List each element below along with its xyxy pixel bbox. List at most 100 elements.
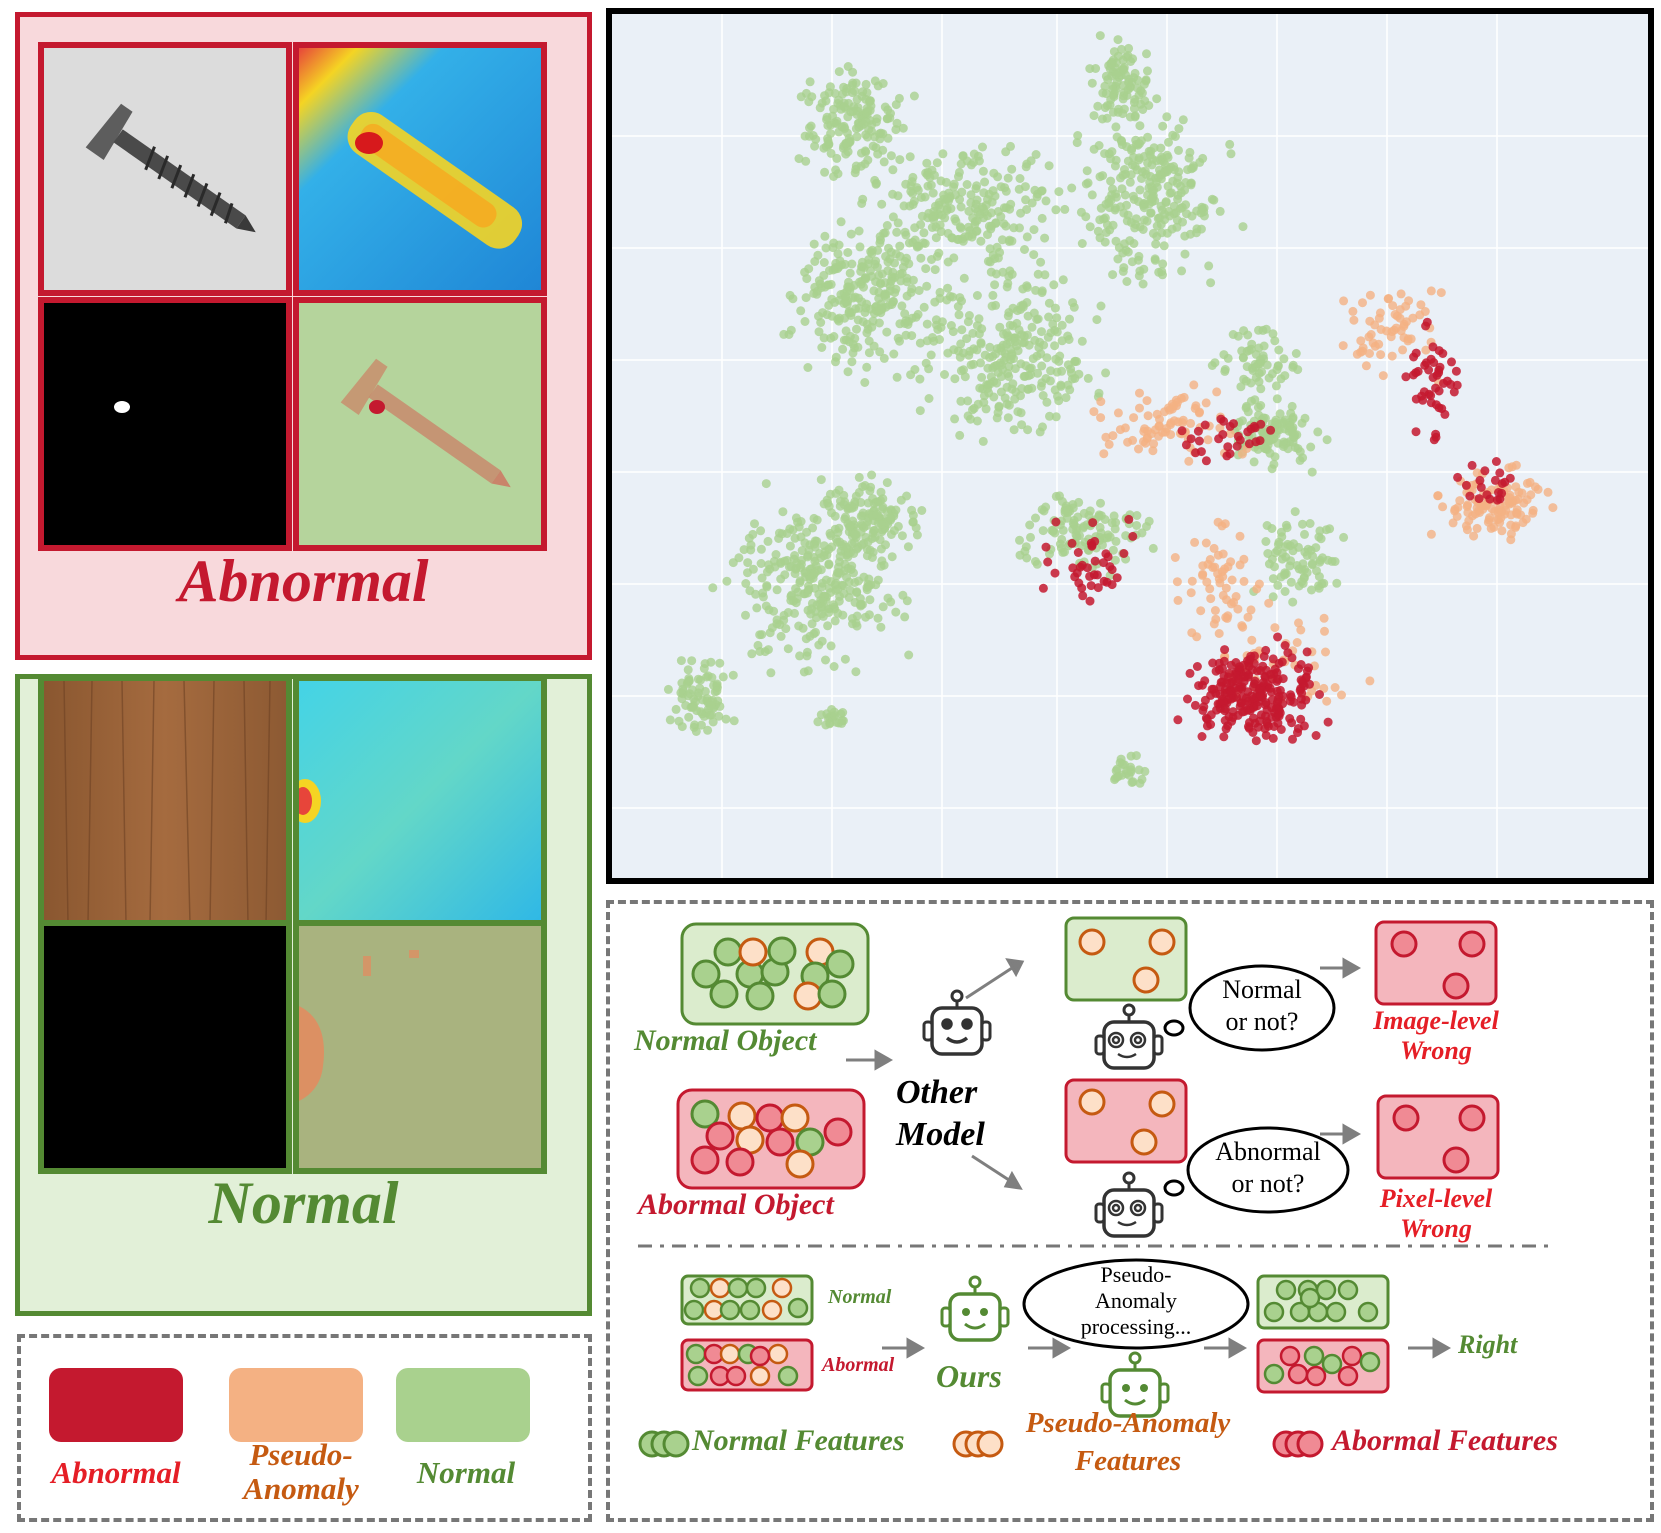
- scatter-point-normal: [1058, 275, 1068, 285]
- scatter-point-normal: [915, 406, 925, 416]
- scatter-point-normal: [805, 123, 814, 133]
- scatter-point-normal: [823, 621, 833, 631]
- scatter-point-normal: [1111, 70, 1121, 80]
- scatter-point-normal: [1132, 511, 1142, 520]
- scatter-point-normal: [778, 507, 788, 517]
- scatter-point-normal: [862, 108, 871, 118]
- scatter-point-normal: [900, 612, 910, 622]
- scatter-point-pseudo: [1099, 449, 1109, 459]
- scatter-point-abnormal: [1277, 657, 1287, 667]
- scatter-point-pseudo: [1543, 487, 1553, 497]
- scatter-point-abnormal: [1411, 394, 1421, 404]
- scatter-point-normal: [856, 266, 866, 276]
- abnormal-panel: Abnormal: [15, 12, 592, 660]
- scatter-point-normal: [797, 546, 807, 556]
- scatter-point-normal: [1108, 545, 1118, 555]
- scatter-point-normal: [780, 556, 790, 566]
- scatter-point-normal: [992, 413, 1002, 423]
- scatter-point-normal: [879, 353, 889, 363]
- normal-object-label: Normal Object: [634, 1024, 817, 1057]
- scatter-point-normal: [1082, 166, 1092, 176]
- scatter-point-normal: [729, 716, 739, 726]
- scatter-point-normal: [881, 540, 890, 550]
- scatter-point-abnormal: [1124, 514, 1134, 524]
- scatter-point-normal: [873, 149, 883, 159]
- scatter-point-normal: [991, 300, 1001, 310]
- scatter-point-normal: [1180, 185, 1190, 195]
- scatter-point-normal: [1051, 412, 1061, 422]
- scatter-point-abnormal: [1323, 717, 1333, 727]
- scatter-point-normal: [1000, 183, 1010, 193]
- scatter-point-pseudo: [1511, 508, 1521, 518]
- scatter-point-normal: [854, 472, 864, 482]
- scatter-point-pseudo: [1453, 503, 1463, 512]
- scatter-point-normal: [1005, 320, 1015, 330]
- scatter-point-abnormal: [1072, 568, 1082, 578]
- scatter-point-normal: [903, 542, 913, 552]
- scatter-point-pseudo: [1235, 560, 1245, 570]
- scatter-point-normal: [783, 644, 793, 654]
- scatter-point-normal: [1003, 173, 1013, 183]
- scatter-point-normal: [1027, 198, 1037, 208]
- scatter-point-normal: [983, 363, 993, 373]
- scatter-point-pseudo: [1221, 583, 1231, 593]
- scatter-point-normal: [862, 362, 872, 372]
- scatter-point-pseudo: [1404, 296, 1414, 306]
- scatter-point-normal: [1007, 384, 1017, 394]
- scatter-point-normal: [812, 289, 822, 299]
- scatter-point-abnormal: [1200, 420, 1210, 430]
- scatter-point-pseudo: [1243, 612, 1253, 622]
- scatter-point-normal: [1021, 361, 1031, 371]
- scatter-point-normal: [976, 339, 986, 349]
- scatter-point-normal: [1044, 312, 1054, 322]
- scatter-point-normal: [1165, 188, 1175, 198]
- scatter-point-pseudo: [1521, 514, 1531, 524]
- scatter-point-normal: [842, 542, 851, 552]
- scatter-point-normal: [671, 704, 681, 714]
- scatter-point-normal: [828, 600, 838, 610]
- scatter-point-normal: [1003, 413, 1013, 423]
- scatter-point-normal: [962, 156, 972, 166]
- scatter-point-normal: [1077, 336, 1087, 346]
- scatter-point-normal: [1055, 539, 1065, 549]
- scatter-point-normal: [1122, 200, 1131, 210]
- scatter-point-normal: [847, 259, 857, 269]
- scatter-point-normal: [1010, 364, 1020, 374]
- scatter-point-normal: [1162, 112, 1172, 122]
- scatter-point-normal: [828, 265, 838, 275]
- other-model-label: Other Model: [896, 1074, 985, 1153]
- scatter-point-normal: [1118, 94, 1128, 104]
- scatter-point-normal: [826, 129, 836, 138]
- scatter-point-normal: [978, 204, 988, 214]
- scatter-point-normal: [1089, 111, 1099, 121]
- scatter-point-normal: [1033, 368, 1043, 378]
- scatter-point-pseudo: [1321, 647, 1330, 657]
- scatter-point-normal: [1079, 508, 1089, 518]
- scatter-point-normal: [898, 123, 908, 133]
- scatter-point-normal: [794, 621, 804, 631]
- scatter-point-normal: [833, 169, 843, 179]
- scatter-point-normal: [1021, 162, 1031, 172]
- scatter-point-normal: [1107, 518, 1117, 528]
- scatter-point-abnormal: [1050, 568, 1060, 578]
- scatter-point-abnormal: [1067, 538, 1077, 548]
- scatter-point-normal: [817, 98, 827, 108]
- scatter-point-abnormal: [1268, 733, 1278, 743]
- scatter-point-normal: [978, 142, 987, 152]
- scatter-point-normal: [931, 201, 940, 211]
- scatter-point-pseudo: [1113, 408, 1123, 418]
- scatter-point-normal: [1067, 183, 1077, 193]
- scatter-point-normal: [878, 494, 888, 504]
- scatter-point-abnormal: [1038, 583, 1048, 593]
- scatter-point-abnormal: [1220, 645, 1230, 655]
- scatter-point-normal: [715, 658, 725, 668]
- scatter-point-normal: [840, 654, 850, 664]
- scatter-point-normal: [1275, 409, 1285, 419]
- normal-features-label: Normal Features: [692, 1424, 905, 1457]
- scatter-point-normal: [1281, 569, 1291, 579]
- scatter-point-abnormal: [1265, 683, 1275, 693]
- scatter-point-normal: [909, 91, 919, 101]
- scatter-point-normal: [893, 218, 903, 228]
- scatter-point-normal: [1064, 335, 1074, 344]
- scatter-point-normal: [1027, 322, 1037, 332]
